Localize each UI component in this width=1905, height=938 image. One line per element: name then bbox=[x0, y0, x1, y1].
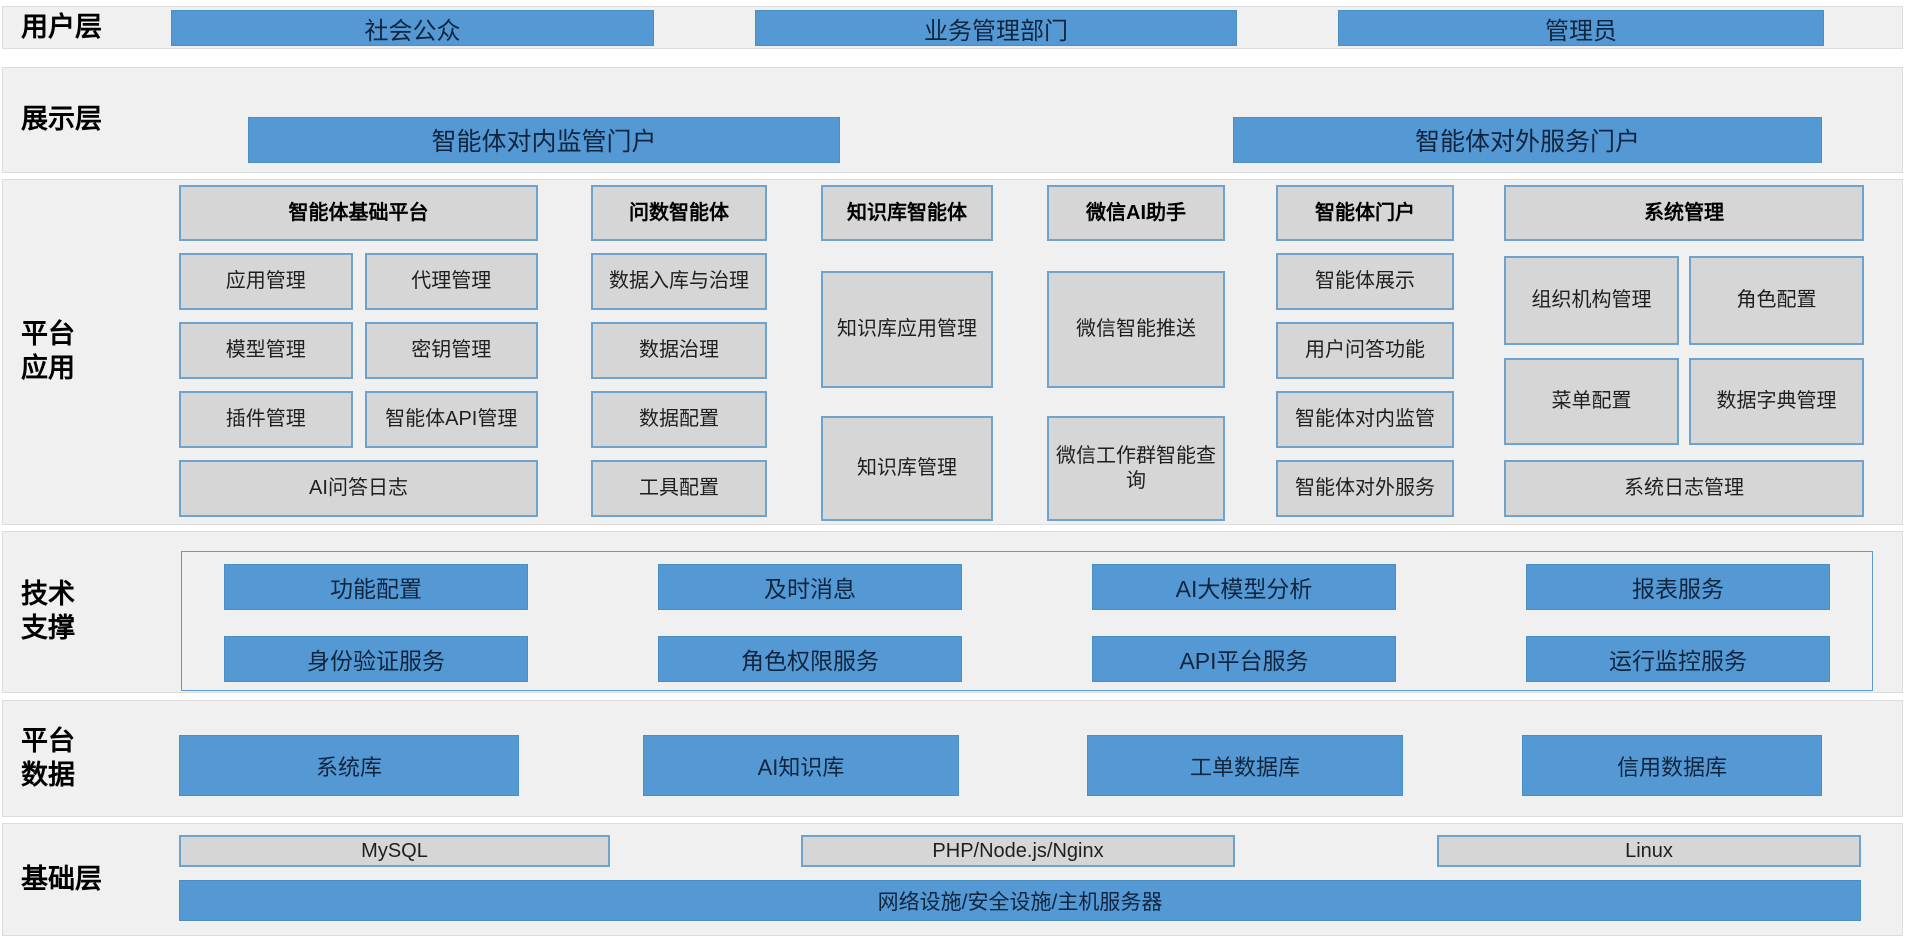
module-box: 知识库管理 bbox=[821, 416, 993, 521]
group-header: 智能体门户 bbox=[1276, 185, 1454, 241]
module-box: 密钥管理 bbox=[364, 322, 538, 379]
group-row: 应用管理 代理管理 bbox=[179, 253, 538, 310]
module-box: 微信工作群智能查询 bbox=[1047, 416, 1225, 521]
group-header: 微信AI助手 bbox=[1047, 185, 1225, 241]
module-box: 智能体API管理 bbox=[364, 391, 538, 448]
group-agent-base-platform: 智能体基础平台 应用管理 代理管理 模型管理 密钥管理 插件管理 智能体API管… bbox=[179, 185, 538, 521]
module-box: 智能体对外服务 bbox=[1276, 460, 1454, 517]
layer-tech-support-label: 技术 支撑 bbox=[21, 579, 75, 643]
portal-internal-supervision: 智能体对内监管门户 bbox=[248, 117, 840, 163]
tech-service-box: 报表服务 bbox=[1526, 564, 1830, 610]
group-row: 插件管理 智能体API管理 bbox=[179, 391, 538, 448]
infrastructure-bar: 网络设施/安全设施/主机服务器 bbox=[179, 880, 1861, 921]
module-box: 角色配置 bbox=[1689, 256, 1864, 345]
tech-support-container: 功能配置 及时消息 AI大模型分析 报表服务 身份验证服务 角色权限服务 API… bbox=[181, 551, 1873, 691]
layer-display: 展示层 智能体对内监管门户 智能体对外服务门户 bbox=[2, 67, 1903, 173]
group-header: 知识库智能体 bbox=[821, 185, 993, 241]
module-box: 应用管理 bbox=[179, 253, 353, 310]
module-box: 数据治理 bbox=[591, 322, 767, 379]
module-box: 微信智能推送 bbox=[1047, 271, 1225, 388]
base-tech-box: Linux bbox=[1437, 835, 1861, 867]
group-header: 系统管理 bbox=[1504, 185, 1864, 241]
layer-base-label: 基础层 bbox=[21, 863, 102, 894]
module-box: 系统日志管理 bbox=[1504, 460, 1864, 517]
user-item-business-dept: 业务管理部门 bbox=[755, 10, 1237, 46]
module-box: 插件管理 bbox=[179, 391, 353, 448]
layer-display-label: 展示层 bbox=[21, 104, 102, 135]
user-item-admin: 管理员 bbox=[1338, 10, 1824, 46]
database-box: 系统库 bbox=[179, 735, 519, 796]
tech-service-box: 运行监控服务 bbox=[1526, 636, 1830, 682]
tech-row: 身份验证服务 角色权限服务 API平台服务 运行监控服务 bbox=[182, 636, 1872, 682]
module-box: 智能体对内监管 bbox=[1276, 391, 1454, 448]
tech-service-box: 身份验证服务 bbox=[224, 636, 528, 682]
layer-platform-app-label: 平台 应用 bbox=[21, 319, 75, 383]
group-knowledge-base-agent: 知识库智能体 知识库应用管理 知识库管理 bbox=[821, 185, 993, 521]
module-box: 数据入库与治理 bbox=[591, 253, 767, 310]
module-box: 知识库应用管理 bbox=[821, 271, 993, 388]
module-box: 工具配置 bbox=[591, 460, 767, 517]
module-box: 智能体展示 bbox=[1276, 253, 1454, 310]
base-tech-box: PHP/Node.js/Nginx bbox=[801, 835, 1235, 867]
tech-service-box: 及时消息 bbox=[658, 564, 962, 610]
module-box: 数据字典管理 bbox=[1689, 358, 1864, 445]
layer-tech-support: 技术 支撑 功能配置 及时消息 AI大模型分析 报表服务 身份验证服务 角色权限… bbox=[2, 531, 1903, 693]
module-box: 代理管理 bbox=[364, 253, 538, 310]
user-item-public: 社会公众 bbox=[171, 10, 654, 46]
group-wechat-ai-assistant: 微信AI助手 微信智能推送 微信工作群智能查询 bbox=[1047, 185, 1225, 521]
database-box: AI知识库 bbox=[643, 735, 959, 796]
module-box: 数据配置 bbox=[591, 391, 767, 448]
module-box: 模型管理 bbox=[179, 322, 353, 379]
layer-user-label: 用户层 bbox=[21, 11, 102, 42]
tech-service-box: 功能配置 bbox=[224, 564, 528, 610]
database-box: 信用数据库 bbox=[1522, 735, 1822, 796]
module-box: 组织机构管理 bbox=[1504, 256, 1679, 345]
portal-external-service: 智能体对外服务门户 bbox=[1233, 117, 1822, 163]
database-box: 工单数据库 bbox=[1087, 735, 1403, 796]
group-system-management: 系统管理 组织机构管理 角色配置 菜单配置 数据字典管理 系统日志管理 bbox=[1504, 185, 1864, 521]
group-row: 模型管理 密钥管理 bbox=[179, 322, 538, 379]
group-row: 菜单配置 数据字典管理 bbox=[1504, 358, 1864, 445]
group-data-query-agent: 问数智能体 数据入库与治理 数据治理 数据配置 工具配置 bbox=[591, 185, 767, 521]
layer-platform-app: 平台 应用 智能体基础平台 应用管理 代理管理 模型管理 密钥管理 插件管理 智… bbox=[2, 179, 1903, 525]
tech-service-box: 角色权限服务 bbox=[658, 636, 962, 682]
base-tech-box: MySQL bbox=[179, 835, 610, 867]
module-box: 用户问答功能 bbox=[1276, 322, 1454, 379]
layer-platform-data: 平台 数据 系统库 AI知识库 工单数据库 信用数据库 bbox=[2, 700, 1903, 817]
group-header: 问数智能体 bbox=[591, 185, 767, 241]
module-box: 菜单配置 bbox=[1504, 358, 1679, 445]
tech-service-box: API平台服务 bbox=[1092, 636, 1396, 682]
tech-row: 功能配置 及时消息 AI大模型分析 报表服务 bbox=[182, 564, 1872, 610]
layer-platform-data-label: 平台 数据 bbox=[21, 725, 75, 790]
tech-service-box: AI大模型分析 bbox=[1092, 564, 1396, 610]
group-header: 智能体基础平台 bbox=[179, 185, 538, 241]
group-row: 组织机构管理 角色配置 bbox=[1504, 256, 1864, 345]
layer-base: 基础层 MySQL PHP/Node.js/Nginx Linux 网络设施/安… bbox=[2, 823, 1903, 936]
module-box: AI问答日志 bbox=[179, 460, 538, 517]
group-agent-portal: 智能体门户 智能体展示 用户问答功能 智能体对内监管 智能体对外服务 bbox=[1276, 185, 1454, 521]
layer-user: 用户层 社会公众 业务管理部门 管理员 bbox=[2, 6, 1903, 49]
